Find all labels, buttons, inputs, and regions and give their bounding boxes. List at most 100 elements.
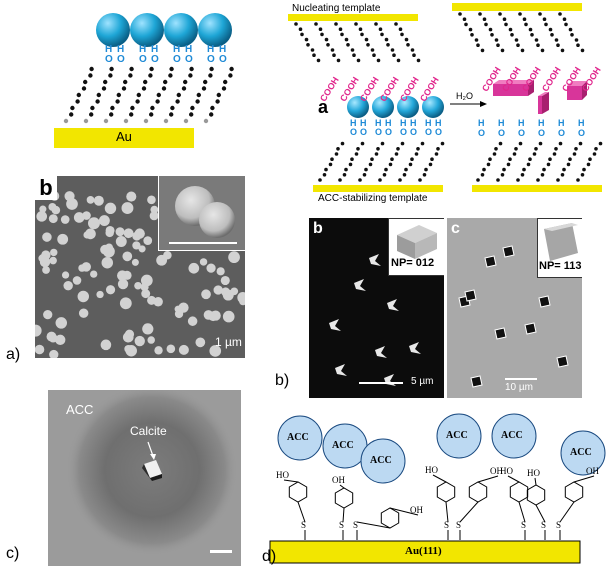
atom	[328, 162, 333, 167]
atom	[516, 178, 520, 182]
hydrogen-label: H	[425, 118, 432, 128]
sem-particle	[150, 205, 159, 214]
atom	[402, 173, 407, 177]
sem-particle	[134, 281, 142, 290]
atom	[476, 43, 480, 47]
sem-particle	[154, 346, 163, 355]
atom	[188, 73, 193, 78]
atom	[580, 48, 585, 53]
sem-particle	[124, 329, 135, 339]
atom	[376, 147, 380, 151]
benzene-ring	[334, 487, 354, 509]
sem-particle	[123, 228, 134, 239]
atom	[298, 27, 303, 32]
sem-particle	[42, 232, 52, 242]
bond	[342, 507, 345, 523]
atom	[494, 147, 498, 151]
np-label: NP= 012	[391, 257, 435, 269]
sem-particle	[149, 211, 159, 221]
atom	[406, 43, 410, 47]
sem-particle	[90, 270, 98, 278]
atom	[69, 112, 74, 117]
atom	[542, 17, 547, 22]
atom	[400, 141, 405, 146]
sem-particle	[88, 217, 100, 230]
atom	[183, 79, 188, 85]
atom	[502, 17, 507, 22]
sem-particle	[174, 305, 182, 313]
atom	[498, 12, 502, 16]
oxygen-label: O	[350, 127, 358, 137]
sem-particle	[166, 344, 176, 354]
atom	[170, 105, 175, 111]
nanosphere-row	[96, 13, 232, 47]
atom	[492, 152, 497, 156]
atom	[130, 105, 135, 111]
atom	[89, 66, 94, 72]
hydrogen-label: H	[435, 118, 442, 128]
atom	[169, 112, 174, 117]
sem-particle	[98, 215, 110, 227]
atom	[223, 79, 228, 85]
atom	[374, 152, 379, 156]
atom	[416, 147, 420, 151]
atom	[556, 178, 560, 182]
scale-bar	[359, 382, 403, 384]
atom	[175, 99, 180, 104]
sem-particle	[220, 275, 230, 286]
atom	[390, 157, 394, 161]
atom	[528, 27, 533, 32]
atom	[506, 162, 511, 167]
bond	[507, 475, 520, 483]
atom	[392, 53, 396, 57]
sem-particle	[132, 231, 142, 241]
oxygen-label: O	[400, 127, 408, 137]
oxygen-label: O	[139, 54, 147, 65]
nanosphere	[96, 13, 130, 47]
oxygen-label: O	[117, 54, 125, 65]
atom	[410, 48, 415, 52]
hydrogen-label: H	[385, 118, 392, 128]
hydrogen-label: H	[558, 118, 565, 128]
atom	[129, 112, 134, 117]
atom	[76, 92, 82, 98]
atom	[562, 167, 566, 172]
sem-particle	[239, 297, 245, 306]
atom	[336, 58, 341, 63]
atom	[374, 22, 378, 26]
acc-sphere	[422, 96, 444, 118]
atom	[522, 17, 527, 22]
crystal	[335, 364, 347, 376]
inset-particle	[199, 202, 235, 238]
atom	[348, 162, 353, 167]
sem-particle	[213, 285, 223, 295]
atom	[518, 12, 522, 16]
atom	[534, 38, 539, 42]
atom	[572, 152, 577, 156]
inset-scale-bar	[169, 242, 237, 244]
hydroxyl-label: HO	[425, 465, 438, 475]
gold-substrate	[54, 128, 194, 148]
atom	[210, 105, 215, 111]
sem-particle	[78, 308, 89, 318]
atom	[189, 112, 194, 117]
atom	[582, 167, 586, 172]
sem-particle	[134, 335, 145, 347]
crystal	[409, 342, 421, 354]
atom	[63, 118, 69, 124]
atom	[356, 147, 360, 151]
atom	[486, 162, 491, 167]
atom	[326, 43, 330, 47]
atom	[504, 22, 508, 27]
sem-particle	[55, 317, 68, 329]
sem-particle	[125, 345, 137, 357]
atom	[422, 173, 427, 177]
atom	[376, 58, 381, 63]
atom	[310, 48, 315, 52]
atom	[494, 38, 499, 42]
sulfur-label: S	[339, 520, 345, 530]
atom	[552, 152, 557, 156]
atom	[514, 147, 518, 151]
atom	[103, 118, 109, 124]
sem-particle	[48, 333, 58, 343]
